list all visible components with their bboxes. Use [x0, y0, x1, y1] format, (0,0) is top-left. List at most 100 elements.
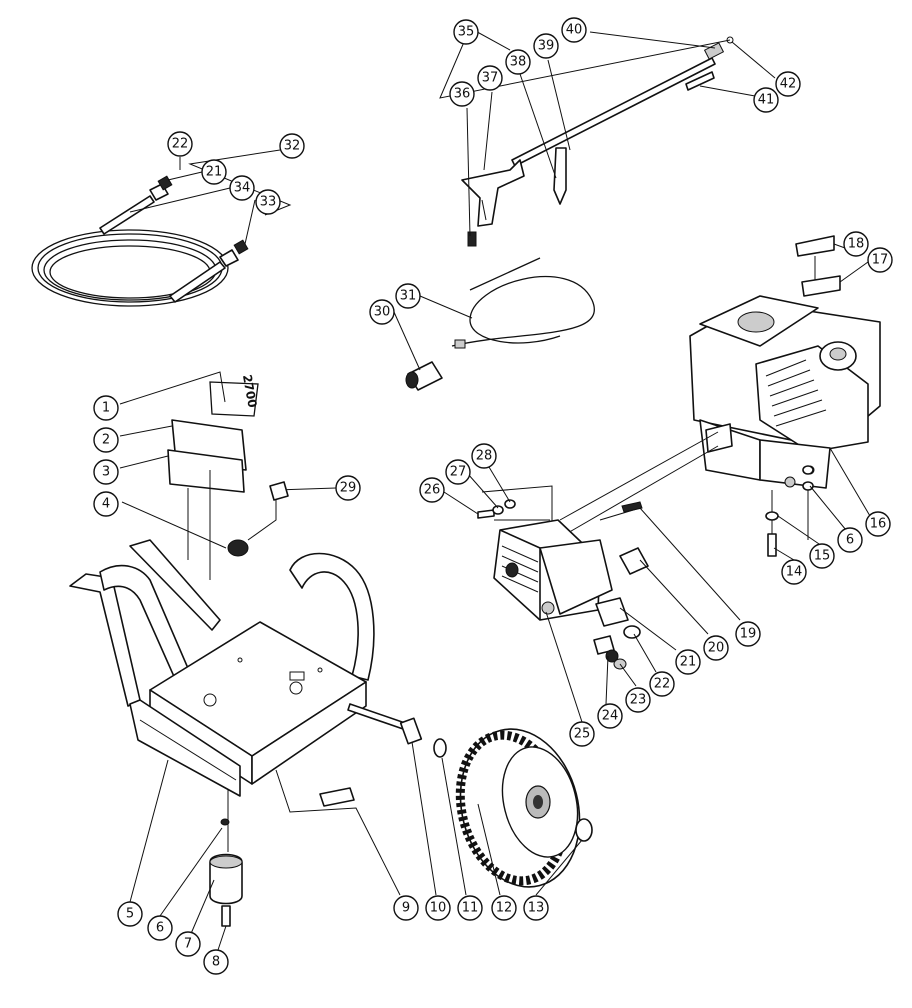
svg-text:38: 38	[510, 55, 527, 70]
callout-21-hose: 21	[201, 159, 227, 185]
svg-text:7: 7	[184, 937, 192, 952]
chemical-siphon-hose	[405, 257, 595, 391]
callout-34: 34	[229, 175, 255, 201]
callout-40: 40	[561, 17, 587, 43]
callout-7: 7	[175, 931, 201, 957]
svg-text:24: 24	[602, 709, 619, 724]
wheel-assembly	[399, 717, 593, 888]
svg-text:5: 5	[126, 907, 134, 922]
svg-text:23: 23	[630, 693, 647, 708]
svg-text:8: 8	[212, 955, 220, 970]
svg-text:25: 25	[574, 727, 591, 742]
svg-text:14: 14	[786, 565, 803, 580]
callout-28: 28	[471, 443, 497, 469]
callout-21: 21	[675, 649, 701, 675]
callout-33: 33	[255, 189, 281, 215]
pump-fittings	[477, 499, 649, 670]
callout-9: 9	[393, 895, 419, 921]
gun-callout-leaders	[466, 31, 776, 237]
svg-text:13: 13	[528, 901, 545, 916]
svg-text:9: 9	[402, 901, 410, 916]
svg-text:28: 28	[476, 449, 493, 464]
svg-text:22: 22	[654, 677, 671, 692]
callout-6: 6	[147, 915, 173, 941]
callout-16: 16	[865, 511, 891, 537]
model-number-decal: 2700	[240, 373, 260, 408]
callout-5: 5	[117, 901, 143, 927]
svg-text:6: 6	[156, 921, 164, 936]
callout-36: 36	[449, 81, 475, 107]
svg-text:4: 4	[102, 497, 110, 512]
svg-text:22: 22	[172, 137, 189, 152]
engine-decals	[795, 235, 869, 297]
callout-35: 35	[453, 19, 479, 45]
callout-2: 2	[93, 427, 119, 453]
plug-and-grommet	[227, 481, 289, 557]
callout-31: 31	[395, 283, 421, 309]
svg-text:1: 1	[102, 401, 110, 416]
svg-text:30: 30	[374, 305, 391, 320]
svg-text:37: 37	[482, 71, 499, 86]
wheel-callout-leaders	[411, 741, 583, 896]
svg-text:11: 11	[462, 901, 479, 916]
callout-41: 41	[753, 87, 779, 113]
callout-37: 37	[477, 65, 503, 91]
svg-text:39: 39	[538, 39, 555, 54]
svg-text:31: 31	[400, 289, 417, 304]
callout-38: 38	[505, 49, 531, 75]
callout-20: 20	[703, 635, 729, 661]
svg-text:41: 41	[758, 93, 775, 108]
svg-text:40: 40	[566, 23, 583, 38]
svg-text:6: 6	[846, 533, 854, 548]
callout-19: 19	[735, 621, 761, 647]
pressure-pump	[481, 485, 643, 621]
callout-12: 12	[491, 895, 517, 921]
callout-26: 26	[419, 477, 445, 503]
callout-6-engine: 6	[837, 527, 863, 553]
foot-hardware	[209, 790, 243, 927]
svg-text:36: 36	[454, 87, 471, 102]
callout-17: 17	[867, 247, 893, 273]
callout-15: 15	[809, 543, 835, 569]
callout-39: 39	[533, 33, 559, 59]
svg-text:17: 17	[872, 253, 889, 268]
callout-30: 30	[369, 299, 395, 325]
callout-1: 1	[93, 395, 119, 421]
callout-11: 11	[457, 895, 483, 921]
svg-text:26: 26	[424, 483, 441, 498]
callout-32: 32	[279, 133, 305, 159]
callout-18: 18	[843, 231, 869, 257]
engine-cooling-fins	[765, 359, 827, 427]
svg-text:10: 10	[430, 901, 447, 916]
siphon-callout-leaders	[393, 295, 473, 371]
svg-text:19: 19	[740, 627, 757, 642]
decal-stack: 2700	[119, 371, 260, 580]
svg-text:29: 29	[340, 481, 357, 496]
frame-assembly	[69, 539, 409, 797]
engine-callout-leaders	[773, 447, 871, 561]
svg-text:33: 33	[260, 195, 277, 210]
callout-22: 22	[649, 671, 675, 697]
callout-25: 25	[569, 721, 595, 747]
svg-text:3: 3	[102, 465, 110, 480]
svg-text:21: 21	[680, 655, 697, 670]
svg-text:32: 32	[284, 139, 301, 154]
callout-8: 8	[203, 949, 229, 975]
svg-text:35: 35	[458, 25, 475, 40]
callout-29: 29	[335, 475, 361, 501]
svg-text:15: 15	[814, 549, 831, 564]
callout-22-hose: 22	[167, 131, 193, 157]
svg-text:2: 2	[102, 433, 110, 448]
spray-gun-and-wand	[439, 27, 734, 247]
callout-14: 14	[781, 559, 807, 585]
pump-callout-leaders	[443, 461, 741, 723]
callout-27: 27	[445, 459, 471, 485]
svg-text:27: 27	[450, 465, 467, 480]
svg-text:18: 18	[848, 237, 865, 252]
callout-23: 23	[625, 687, 651, 713]
callout-13: 13	[523, 895, 549, 921]
callout-42: 42	[775, 71, 801, 97]
svg-text:20: 20	[708, 641, 725, 656]
